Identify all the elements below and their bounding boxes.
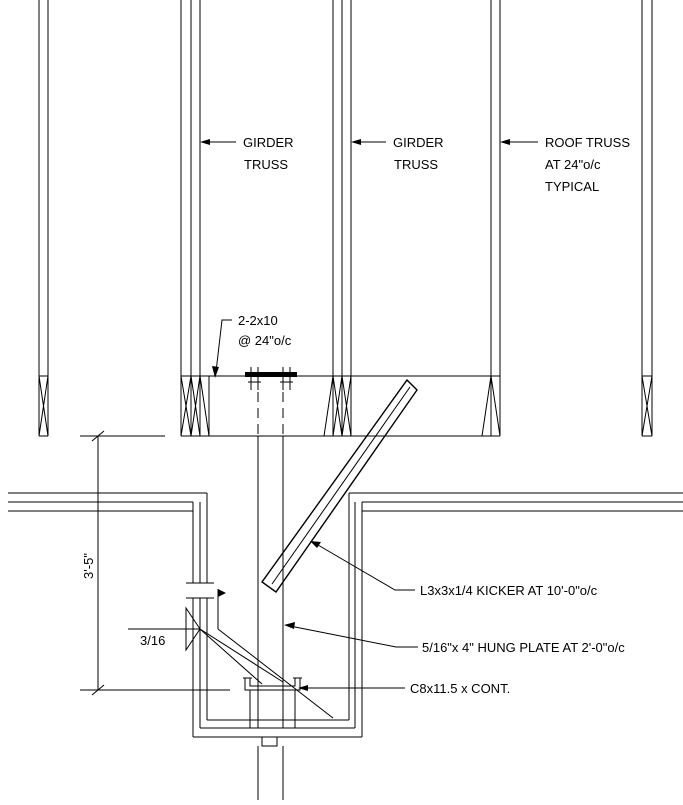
roof-truss-line-3: TYPICAL [545, 179, 599, 194]
roof-truss-right [490, 0, 501, 376]
channel-c8 [243, 677, 302, 728]
kicker-angle [261, 378, 418, 593]
blocking-line-2: @ 24"o/c [238, 333, 292, 348]
channel-label: C8x11.5 x CONT. [410, 681, 510, 696]
leader-girder-2 [351, 139, 386, 145]
girder-truss-2-line-2: TRUSS [394, 157, 438, 172]
truss-far-left [38, 0, 49, 437]
girder-truss-2-line-1: GIRDER [393, 135, 444, 150]
girder-truss-1-line-2: TRUSS [244, 157, 288, 172]
hung-plate-label: 5/16"x 4" HUNG PLATE AT 2'-0"o/c [422, 640, 625, 655]
leader-channel [298, 685, 405, 691]
dimension-label: 3'-5" [81, 553, 96, 579]
girder-truss-left [180, 0, 201, 376]
top-plate-bolts [245, 367, 297, 436]
blocking-label: 2-2x10 @ 24"o/c [238, 313, 292, 348]
girder-truss-middle [332, 0, 352, 376]
truss-bearing-band [180, 375, 501, 437]
roof-truss-line-2: AT 24"o/c [545, 157, 601, 172]
girder-truss-label-1: GIRDER TRUSS [243, 135, 294, 172]
girder-truss-label-2: GIRDER TRUSS [393, 135, 444, 172]
blocking-line-1: 2-2x10 [238, 313, 278, 328]
weld-symbol [128, 589, 334, 719]
hanger-rod [257, 736, 284, 800]
dimension-line [80, 430, 230, 696]
leader-hung-plate [284, 622, 418, 648]
leader-kicker [310, 541, 415, 591]
roof-truss-label: ROOF TRUSS AT 24"o/c TYPICAL [545, 135, 630, 194]
leader-roof-truss [500, 139, 538, 145]
truss-far-right [641, 0, 653, 437]
kicker-label: L3x3x1/4 KICKER AT 10'-0"o/c [420, 583, 598, 598]
weld-size-label: 3/16 [140, 633, 165, 648]
leader-girder-1 [200, 139, 236, 145]
leader-blocking [212, 319, 232, 378]
ceiling-and-wall [8, 492, 683, 738]
girder-truss-1-line-1: GIRDER [243, 135, 294, 150]
roof-truss-line-1: ROOF TRUSS [545, 135, 630, 150]
